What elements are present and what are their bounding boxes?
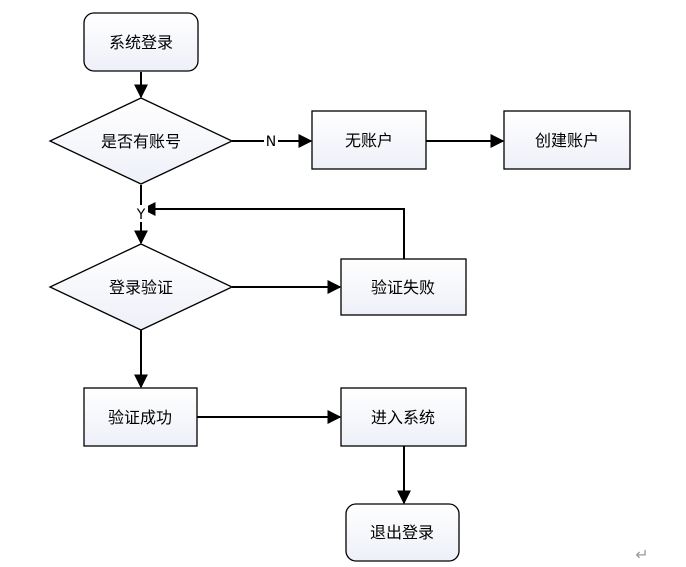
node-no-account: 无账户 bbox=[311, 110, 427, 170]
node-create-account: 创建账户 bbox=[503, 110, 631, 170]
node-verify-label: 登录验证 bbox=[109, 278, 173, 297]
node-create-account-label: 创建账户 bbox=[535, 131, 599, 150]
node-has-account: 是否有账号 bbox=[48, 97, 234, 185]
node-enter-system-shape bbox=[340, 387, 467, 447]
label-yes: Y bbox=[136, 207, 146, 223]
label-yes-bg bbox=[134, 205, 148, 222]
node-logout-shape bbox=[345, 503, 460, 562]
node-no-account-shape bbox=[311, 110, 427, 170]
node-login-shape bbox=[83, 12, 199, 72]
node-verify-fail-shape bbox=[340, 258, 467, 316]
node-enter-system: 进入系统 bbox=[340, 387, 467, 447]
node-verify-fail: 验证失败 bbox=[340, 258, 467, 316]
node-no-account-label: 无账户 bbox=[345, 131, 393, 150]
node-verify-success-label: 验证成功 bbox=[108, 408, 172, 427]
node-logout: 退出登录 bbox=[345, 503, 460, 562]
node-login: 系统登录 bbox=[83, 12, 199, 72]
node-create-account-shape bbox=[503, 110, 631, 170]
node-verify-shape bbox=[48, 243, 234, 331]
edges bbox=[134, 72, 505, 505]
label-no: N bbox=[266, 134, 276, 150]
edge-fail-loop-back bbox=[141, 202, 405, 259]
node-verify-success-shape bbox=[83, 387, 198, 447]
node-has-account-label: 是否有账号 bbox=[101, 132, 181, 151]
node-has-account-shape bbox=[48, 97, 234, 185]
node-enter-system-label: 进入系统 bbox=[371, 408, 435, 427]
node-logout-label: 退出登录 bbox=[370, 523, 434, 542]
node-verify: 登录验证 bbox=[48, 243, 234, 331]
node-verify-success: 验证成功 bbox=[83, 387, 198, 447]
label-no-bg bbox=[264, 132, 278, 150]
node-verify-fail-label: 验证失败 bbox=[371, 278, 435, 297]
paragraph-mark: ↵ bbox=[635, 545, 648, 564]
node-login-label: 系统登录 bbox=[109, 33, 173, 52]
